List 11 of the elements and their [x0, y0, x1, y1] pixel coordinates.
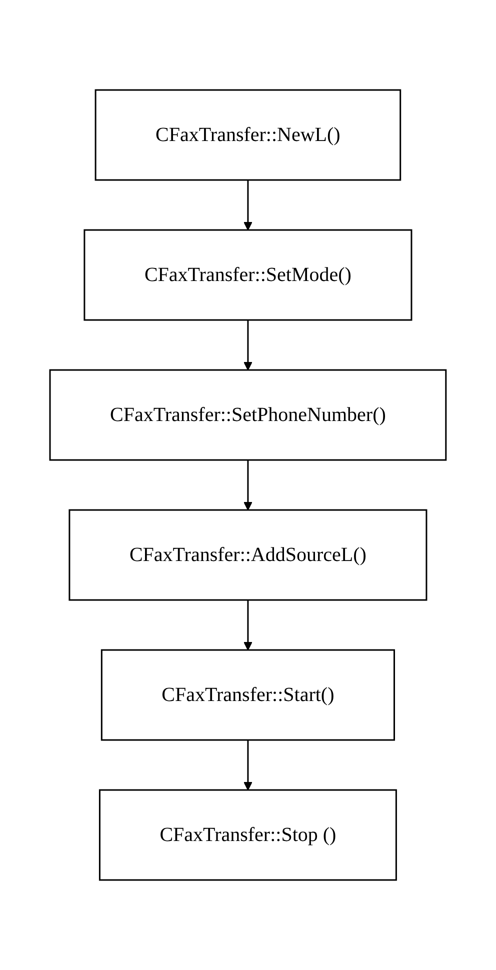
- node-box: CFaxTransfer::SetMode(): [84, 229, 412, 321]
- arrow: [244, 600, 252, 650]
- node-box: CFaxTransfer::Stop (): [99, 789, 397, 881]
- node-box: CFaxTransfer::NewL(): [94, 89, 402, 181]
- node-box: CFaxTransfer::AddSourceL(): [68, 509, 428, 601]
- arrow: [244, 460, 252, 510]
- arrow: [244, 320, 252, 370]
- node-box: CFaxTransfer::SetPhoneNumber(): [49, 369, 447, 461]
- arrow: [244, 180, 252, 230]
- arrow: [244, 740, 252, 790]
- node-box: CFaxTransfer::Start(): [100, 649, 396, 741]
